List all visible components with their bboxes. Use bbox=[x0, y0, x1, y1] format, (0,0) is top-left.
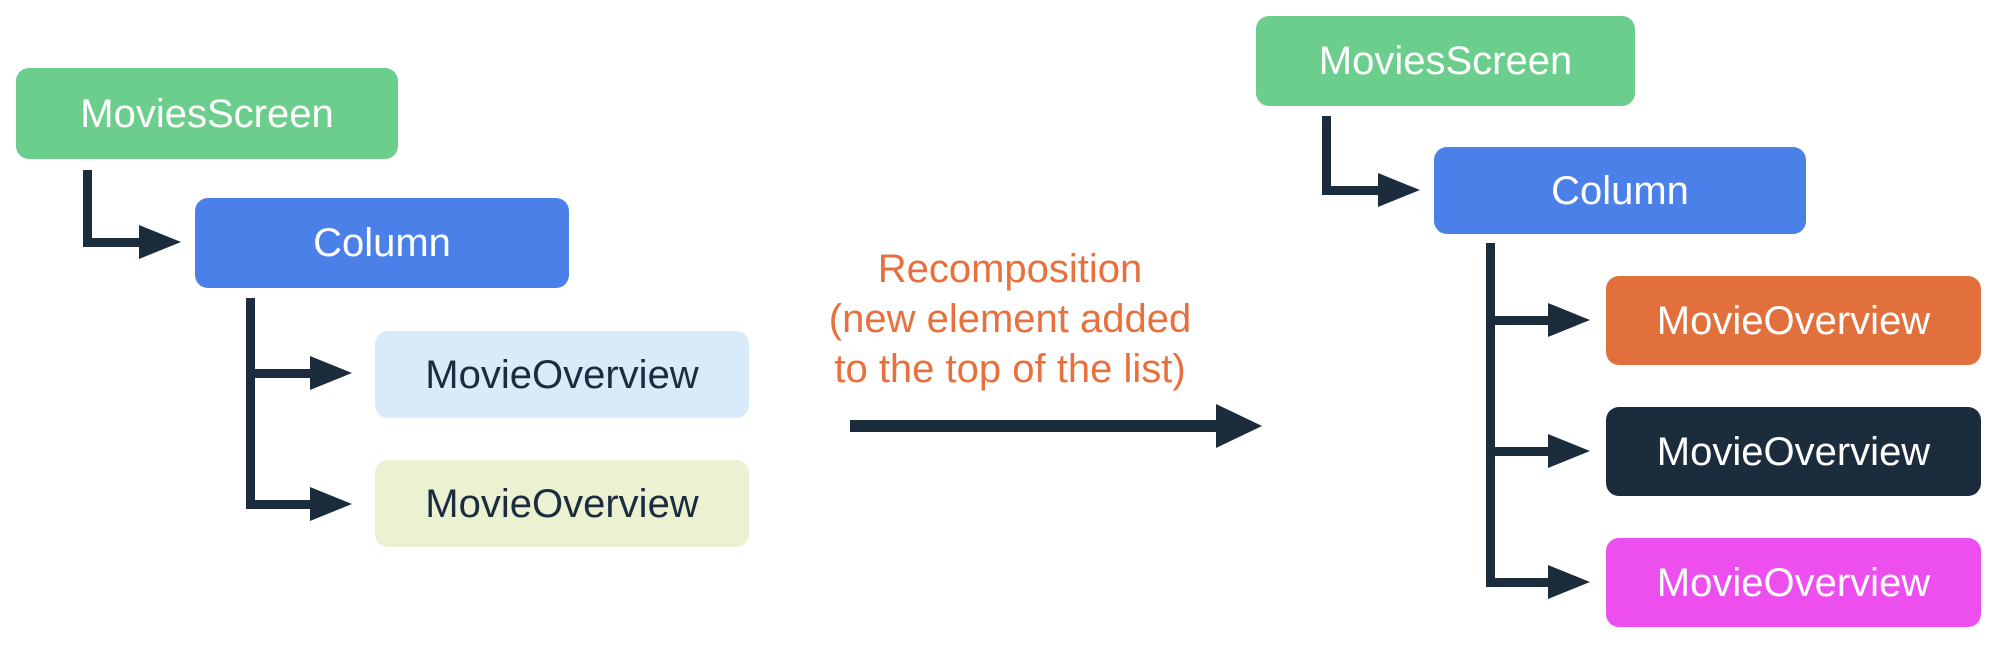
left-tree-node-movieoverview-1: MovieOverview bbox=[375, 331, 749, 418]
left-root-connector-horizontal-line bbox=[83, 238, 139, 247]
right-branch-1-arrowhead bbox=[1548, 303, 1590, 337]
left-branch-2-line bbox=[246, 500, 310, 509]
right-tree-node-movieoverview-2: MovieOverview bbox=[1606, 407, 1981, 496]
left-branch-2-arrowhead bbox=[310, 487, 352, 521]
right-tree-node-moviesscreen: MoviesScreen bbox=[1256, 16, 1635, 106]
recomposition-arrowhead bbox=[1216, 404, 1262, 448]
recomposition-arrow-line bbox=[850, 420, 1218, 432]
left-column-spine-line bbox=[246, 298, 255, 509]
right-branch-2-arrowhead bbox=[1548, 434, 1590, 468]
right-tree-node-movieoverview-3: MovieOverview bbox=[1606, 538, 1981, 627]
left-tree-node-moviesscreen: MoviesScreen bbox=[16, 68, 398, 159]
annotation-line-3: to the top of the list) bbox=[834, 347, 1186, 391]
annotation-line-1: Recomposition bbox=[877, 247, 1143, 291]
right-branch-3-line bbox=[1486, 578, 1548, 587]
annotation-line-2: (new element added bbox=[828, 297, 1192, 341]
right-branch-1-line bbox=[1486, 316, 1548, 325]
right-root-connector-arrowhead bbox=[1378, 173, 1420, 207]
left-root-connector-vertical-line bbox=[83, 170, 92, 247]
left-tree-node-movieoverview-2: MovieOverview bbox=[375, 460, 749, 547]
left-branch-1-arrowhead bbox=[310, 356, 352, 390]
right-tree-node-column: Column bbox=[1434, 147, 1806, 234]
left-root-connector-arrowhead bbox=[139, 225, 181, 259]
right-root-connector-vertical-line bbox=[1322, 116, 1331, 195]
left-tree-node-column: Column bbox=[195, 198, 569, 288]
right-branch-2-line bbox=[1486, 447, 1548, 456]
left-branch-1-line bbox=[246, 369, 310, 378]
right-root-connector-horizontal-line bbox=[1322, 186, 1378, 195]
right-column-spine-line bbox=[1486, 243, 1495, 587]
right-tree-node-movieoverview-new: MovieOverview bbox=[1606, 276, 1981, 365]
right-branch-3-arrowhead bbox=[1548, 565, 1590, 599]
recomposition-annotation: Recomposition (new element added to the … bbox=[760, 244, 1260, 394]
